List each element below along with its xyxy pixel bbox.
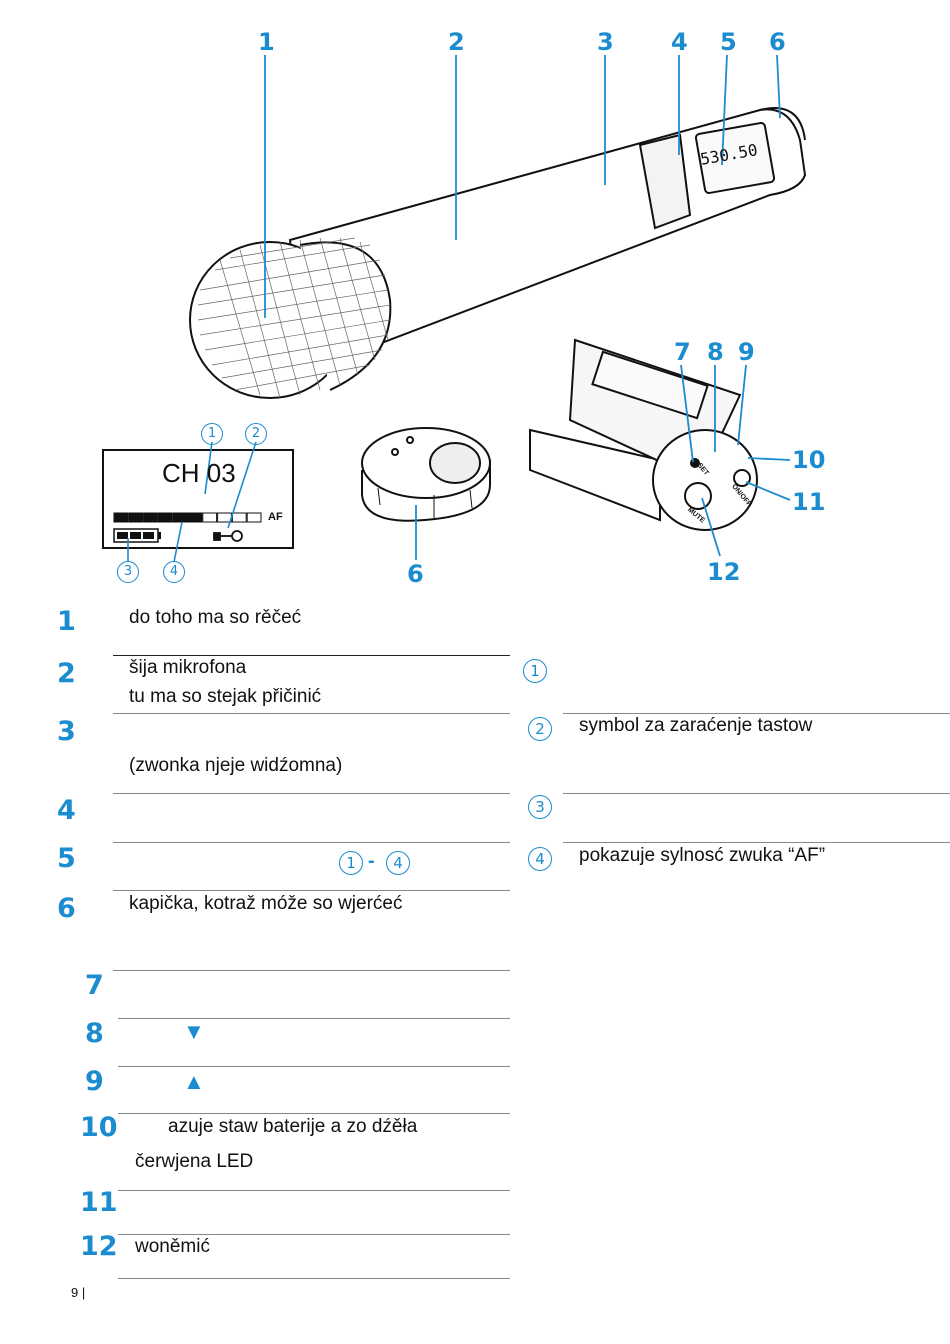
display-item-4-text: pokazuje sylnosć zwuka “AF”	[579, 845, 826, 866]
item-12-number: 12	[80, 1231, 118, 1262]
divider	[113, 713, 510, 714]
callout-10: 10	[792, 446, 826, 474]
item-11-number: 11	[80, 1187, 118, 1218]
audio-level-segment	[113, 512, 129, 523]
item-3-text: (zwonka njeje widźomna)	[129, 755, 343, 776]
audio-level-segment	[172, 512, 188, 523]
callout-8: 8	[707, 338, 724, 366]
microphone-body	[288, 107, 807, 357]
display-marker-2: 2	[245, 423, 267, 445]
divider	[113, 970, 510, 971]
item-2-text-line2: tu ma so stejak přičinić	[129, 686, 322, 707]
audio-level-segment	[246, 512, 262, 523]
display-diagram	[102, 441, 294, 563]
callout-9: 9	[738, 338, 755, 366]
callout-6: 6	[769, 28, 786, 56]
rotating-cap-illustration	[361, 427, 491, 522]
callout-12: 12	[707, 558, 741, 586]
divider	[113, 655, 510, 656]
audio-level-segment	[128, 512, 144, 523]
range-separator: -	[368, 850, 375, 872]
callout-5: 5	[720, 28, 737, 56]
item-3-number: 3	[57, 716, 76, 747]
down-arrow-icon: ▼	[183, 1019, 205, 1044]
display-marker-3: 3	[117, 561, 139, 583]
mute-switch-drawing	[684, 482, 712, 510]
audio-level-segment	[202, 512, 218, 523]
divider	[118, 1278, 510, 1279]
range-to-marker: 4	[386, 851, 410, 875]
callout-11: 11	[792, 488, 826, 516]
callout-3: 3	[597, 28, 614, 56]
item-4-number: 4	[57, 795, 76, 826]
item-12-text: woněmić	[135, 1236, 210, 1257]
item-5-number: 5	[57, 843, 76, 874]
display-item-4-marker: 4	[528, 847, 552, 871]
display-item-1-marker: 1	[523, 659, 547, 683]
audio-level-segment	[217, 512, 232, 523]
item-7-number: 7	[85, 970, 104, 1001]
display-item-2-text: symbol za zaraćenje tastow	[579, 715, 813, 736]
item-10-text-line1: azuje staw baterije a zo dźěła	[168, 1116, 418, 1137]
battery-segment	[130, 532, 141, 539]
item-6-text: kapička, kotraž móže so wjerćeć	[129, 893, 403, 914]
divider	[118, 1234, 510, 1235]
key-lock-icon	[213, 530, 243, 542]
item-10-number: 10	[80, 1112, 118, 1143]
item-6-number: 6	[57, 893, 76, 924]
callout-4: 4	[671, 28, 688, 56]
divider	[113, 890, 510, 891]
divider	[563, 793, 950, 794]
range-from-marker: 1	[339, 851, 363, 875]
display-item-2-marker: 2	[528, 717, 552, 741]
item-10-text-line2: čerwjena LED	[135, 1151, 254, 1172]
divider	[118, 1113, 510, 1114]
divider	[118, 1066, 510, 1067]
audio-level-segment	[157, 512, 173, 523]
divider	[118, 1018, 510, 1019]
page-number-separator: |	[81, 1285, 86, 1300]
battery-indicator	[113, 528, 161, 543]
display-af-label: AF	[268, 511, 283, 523]
item-2-number: 2	[57, 658, 76, 689]
display-item-3-marker: 3	[528, 795, 552, 819]
microphone-bottom-detail	[529, 338, 758, 531]
item-9-number: 9	[85, 1066, 104, 1097]
item-1-text: do toho ma so rěčeć	[129, 607, 302, 628]
callout-2: 2	[448, 28, 465, 56]
divider	[118, 1190, 510, 1191]
callout-lines-top	[264, 54, 781, 318]
audio-level-segment	[143, 512, 158, 523]
divider	[113, 793, 510, 794]
callout-7: 7	[674, 338, 691, 366]
microphone-grille	[189, 237, 392, 399]
battery-segment	[143, 532, 154, 539]
divider	[563, 842, 950, 843]
microphone-illustration	[102, 54, 807, 563]
page-number-value: 9	[71, 1285, 79, 1300]
audio-level-segment	[187, 512, 203, 523]
callout-1: 1	[258, 28, 275, 56]
item-2-text-line1: šija mikrofona	[129, 657, 247, 678]
display-marker-4: 4	[163, 561, 185, 583]
display-marker-1: 1	[201, 423, 223, 445]
callout-cap-6: 6	[407, 560, 424, 588]
display-channel-text: CH 03	[162, 458, 236, 488]
divider	[113, 842, 510, 843]
audio-level-segment	[231, 512, 247, 523]
page-number: 9 |	[71, 1285, 85, 1300]
callout-lines-bottom	[680, 364, 791, 557]
item-8-number: 8	[85, 1018, 104, 1049]
battery-segment	[117, 532, 128, 539]
item-1-number: 1	[57, 606, 76, 637]
up-arrow-icon: ▲	[183, 1069, 205, 1094]
divider	[563, 713, 950, 714]
